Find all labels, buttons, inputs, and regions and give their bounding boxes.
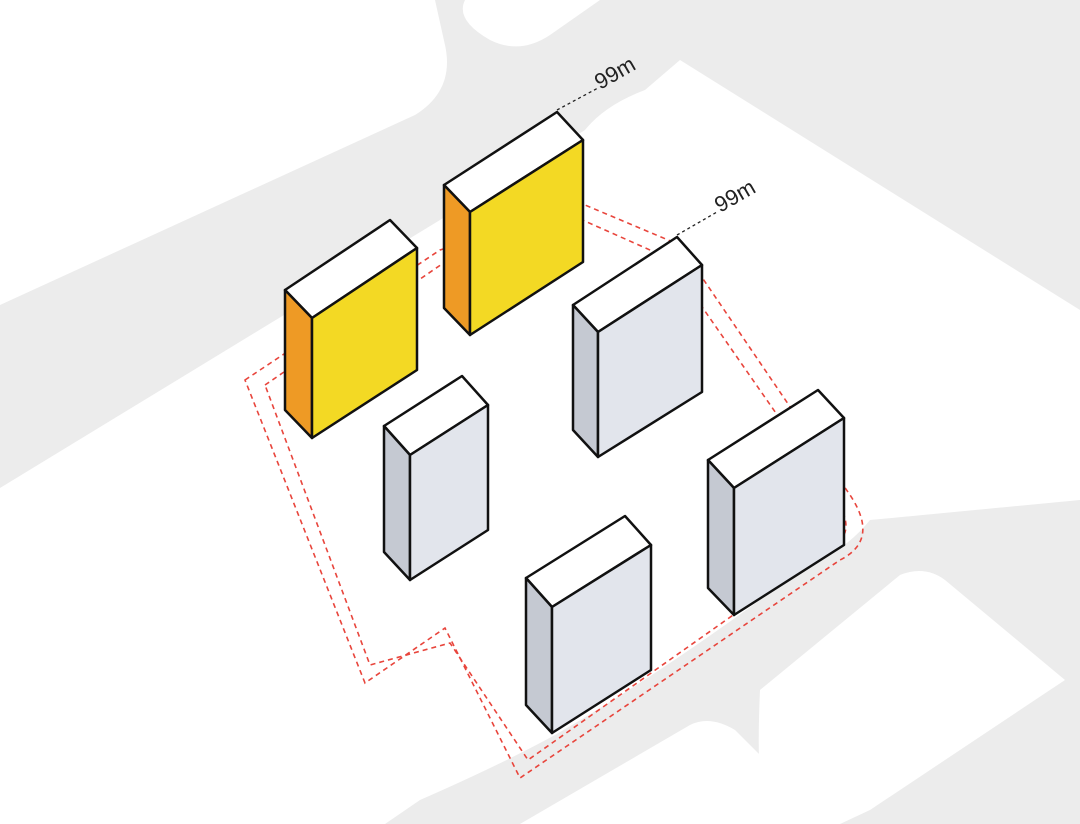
city-block-northwest: [0, 0, 447, 305]
city-block-east: [758, 571, 1065, 824]
tower-4: [382, 374, 490, 582]
tower-1: [283, 218, 419, 440]
city-block-site: [0, 60, 1080, 824]
tower-3: [571, 235, 704, 459]
tower-5-side-face: [706, 458, 736, 617]
tower-1-side-face: [283, 288, 314, 440]
site-boundary-outer: [244, 204, 864, 780]
tower-4-side-face: [382, 424, 412, 582]
tower-4-front-face: [408, 403, 490, 582]
tower-1-front-face: [310, 246, 419, 440]
city-block-northwest-strip: [0, 120, 480, 480]
height-leader-line-1: [556, 87, 599, 111]
city-block-north: [462, 0, 600, 47]
tower-2-side-face: [442, 183, 472, 337]
tower-6: [524, 514, 653, 735]
tower-2-front-face: [468, 138, 585, 337]
tower-3-side-face: [571, 303, 600, 459]
city-block-south: [520, 721, 805, 824]
tower-3-front-face: [596, 263, 704, 459]
tower-2: [442, 110, 585, 337]
tower-5-front-face: [732, 416, 846, 617]
tower-5: [706, 388, 846, 617]
tower-6-side-face: [524, 576, 554, 735]
height-leader-line-2: [676, 211, 718, 236]
tower-6-front-face: [550, 543, 653, 735]
